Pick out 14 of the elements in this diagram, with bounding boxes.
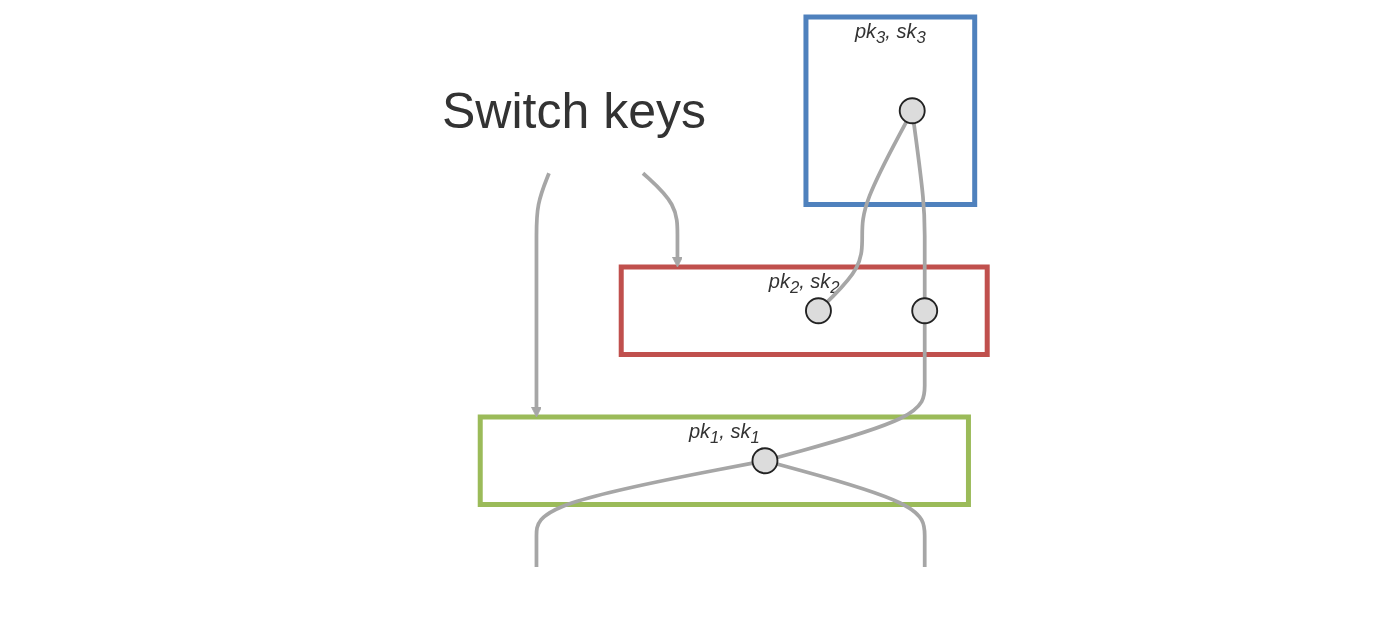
arrow <box>642 171 684 267</box>
connector <box>535 460 754 567</box>
connector <box>776 322 927 459</box>
node-circle <box>805 296 833 324</box>
cluster: pk$_{3}$, sk$_{3}$ <box>803 14 978 207</box>
connector <box>826 120 909 303</box>
arrow <box>531 172 552 417</box>
node-circle <box>751 446 779 474</box>
cluster: pk$_{1}$, sk$_{1}$ <box>478 414 972 507</box>
node-circle <box>899 96 927 124</box>
connector <box>776 461 927 567</box>
connector <box>912 122 927 298</box>
node-text: Switch keys <box>442 82 707 138</box>
node-circle <box>911 296 939 324</box>
